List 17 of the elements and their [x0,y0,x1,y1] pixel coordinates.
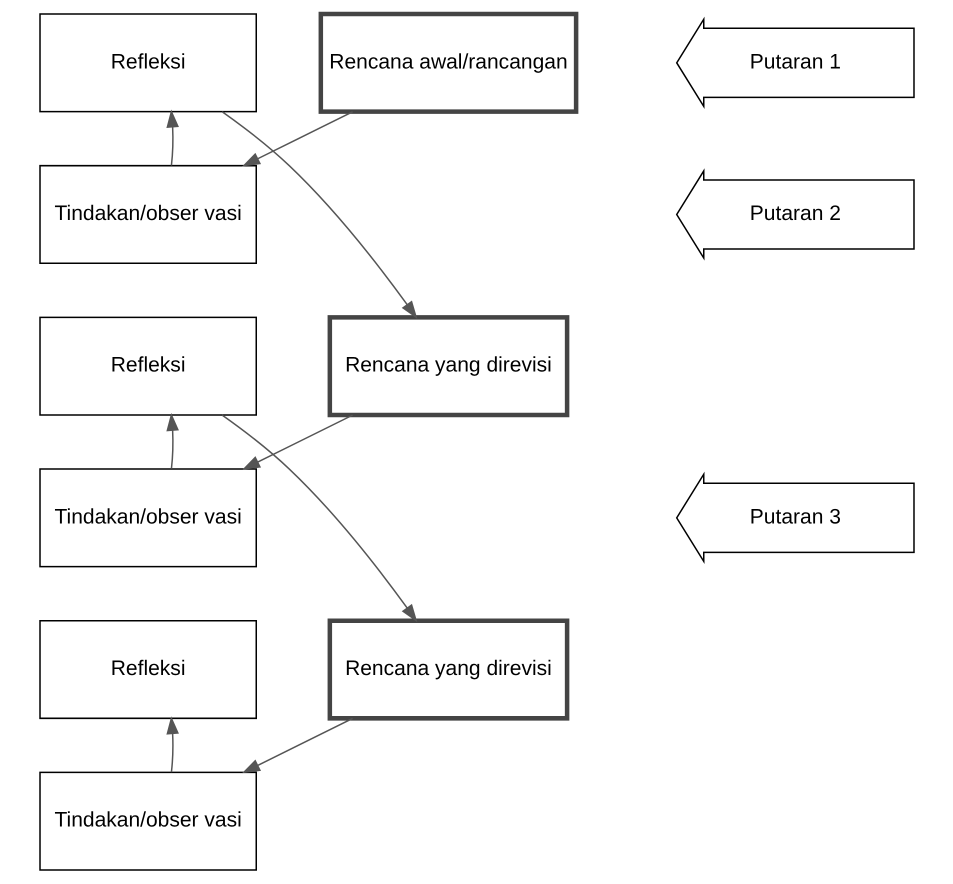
arrow [166,716,178,772]
node-box: Rencana awal/rancangan [318,12,578,114]
arrow [166,110,178,166]
node-box: Tindakan/obser vasi [38,164,256,264]
node-box: Rencana yang direvisi [327,315,569,418]
arrow [242,718,352,774]
arrow [242,111,352,166]
node-box: Refleksi [38,620,256,720]
arrow [242,414,352,470]
node-box: Refleksi [38,316,256,416]
node-box: Refleksi [38,13,256,112]
arrow [166,412,178,469]
arrow [221,111,417,319]
node-box: Rencana yang direvisi [327,618,569,721]
node-box: Tindakan/obser vasi [38,468,256,568]
arrow [221,414,417,622]
node-box: Tindakan/obser vasi [38,772,256,871]
